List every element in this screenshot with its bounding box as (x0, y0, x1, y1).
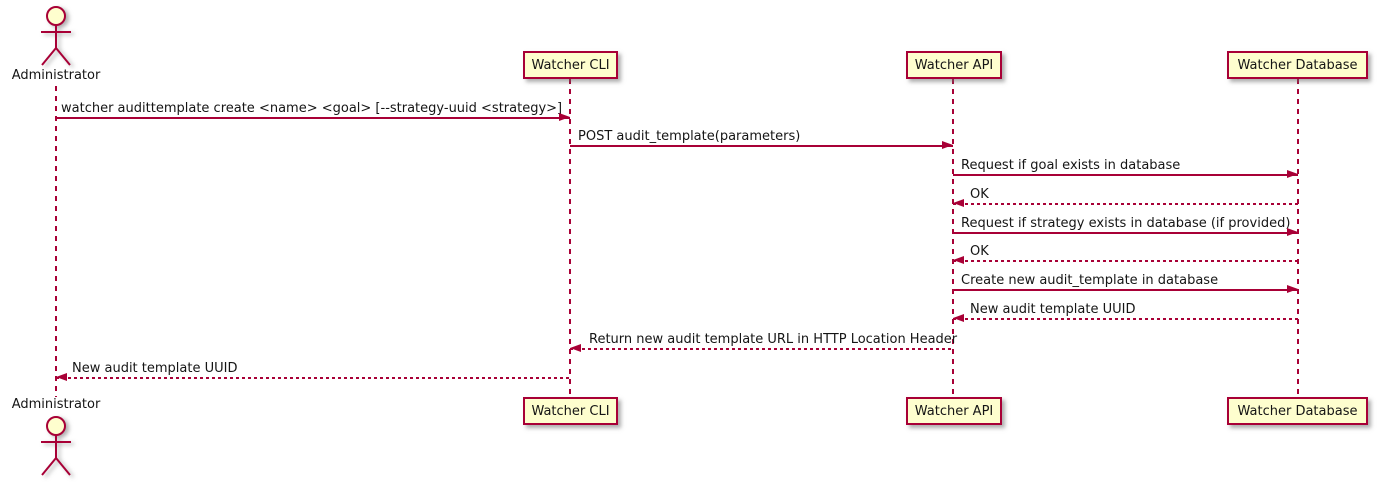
participant-box-watcher-api-top: Watcher API (906, 51, 1002, 79)
message-6-arrowhead (953, 256, 964, 264)
message-9-label: Return new audit template URL in HTTP Lo… (589, 332, 958, 347)
actor-stick-figure-icon (41, 416, 71, 476)
participant-box-watcher-database-bottom: Watcher Database (1227, 397, 1368, 425)
message-8-label: New audit template UUID (970, 302, 1136, 317)
message-2-arrowhead (942, 141, 953, 149)
lifeline-watcher-api (952, 79, 954, 397)
lifeline-administrator (55, 86, 57, 397)
message-8-line (953, 318, 1298, 320)
participant-box-watcher-api-bottom: Watcher API (906, 397, 1002, 425)
message-6-label: OK (970, 244, 989, 259)
actor-label-top: Administrator (11, 68, 101, 83)
message-1-line (56, 117, 570, 119)
actor-stick-figure-icon (41, 6, 71, 66)
message-7-arrowhead (1287, 285, 1298, 293)
message-4-line (953, 203, 1298, 205)
message-2-line (570, 145, 953, 147)
message-3-line (953, 174, 1298, 176)
message-9-arrowhead (570, 344, 581, 352)
message-10-line (56, 377, 570, 379)
lifeline-watcher-database (1297, 79, 1299, 397)
message-4-label: OK (970, 187, 989, 202)
message-10-arrowhead (56, 373, 67, 381)
participant-box-watcher-cli-bottom: Watcher CLI (523, 397, 618, 425)
message-5-line (953, 232, 1298, 234)
message-5-label: Request if strategy exists in database (… (961, 216, 1291, 231)
participant-box-watcher-cli-top: Watcher CLI (523, 51, 618, 79)
message-4-arrowhead (953, 199, 964, 207)
lifeline-watcher-cli (569, 79, 571, 397)
actor-label-bottom: Administrator (11, 397, 101, 412)
message-9-line (570, 348, 953, 350)
message-1-label: watcher audittemplate create <name> <goa… (61, 101, 563, 116)
message-2-label: POST audit_template(parameters) (578, 129, 801, 144)
message-3-label: Request if goal exists in database (961, 158, 1181, 173)
message-6-line (953, 260, 1298, 262)
message-7-label: Create new audit_template in database (961, 273, 1219, 288)
message-7-line (953, 289, 1298, 291)
message-8-arrowhead (953, 314, 964, 322)
message-5-arrowhead (1287, 228, 1298, 236)
message-10-label: New audit template UUID (72, 361, 238, 376)
participant-box-watcher-database-top: Watcher Database (1227, 51, 1368, 79)
message-1-arrowhead (559, 113, 570, 121)
message-3-arrowhead (1287, 170, 1298, 178)
